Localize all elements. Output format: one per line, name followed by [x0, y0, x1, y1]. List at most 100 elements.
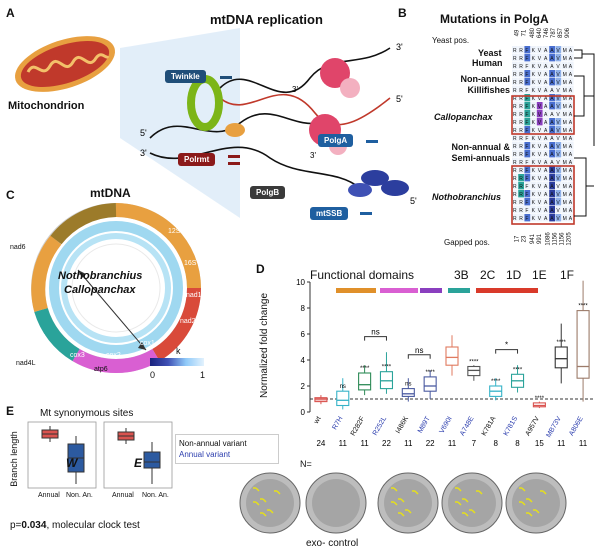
twinkle-minus — [220, 76, 232, 79]
align-residue: M — [563, 48, 567, 54]
align-cell — [518, 54, 524, 62]
align-cell — [543, 158, 549, 166]
significance-label: ns — [371, 328, 379, 337]
polga-minus — [366, 140, 378, 143]
k-scale-max: 1 — [200, 370, 206, 380]
align-residue: F — [525, 128, 528, 134]
align-residue: K — [532, 128, 536, 134]
align-cell — [518, 190, 524, 198]
align-cell — [524, 118, 531, 126]
align-cell — [524, 166, 531, 174]
align-residue: F — [525, 208, 528, 214]
align-cell — [530, 182, 537, 190]
align-cell — [536, 54, 543, 62]
align-residue: A — [569, 80, 573, 86]
n-value: 11 — [579, 439, 588, 448]
align-residue: K — [532, 176, 536, 182]
align-cell — [567, 110, 574, 118]
align-residue: A — [544, 176, 548, 182]
align-cell — [530, 158, 537, 166]
align-residue: A — [550, 112, 554, 118]
align-residue: R — [519, 208, 523, 214]
align-residue: F — [525, 168, 528, 174]
align-cell — [524, 198, 531, 206]
align-cell — [518, 86, 524, 94]
align-cell — [555, 78, 562, 86]
align-residue: V — [556, 112, 560, 118]
align-cell — [549, 110, 555, 118]
align-residue: R — [519, 152, 523, 158]
box-R252L — [379, 371, 394, 390]
align-cell — [567, 70, 574, 78]
align-residue: A — [569, 112, 573, 118]
align-residue: R — [513, 48, 517, 54]
align-residue: R — [519, 64, 523, 70]
align-residue: M — [563, 104, 567, 110]
align-cell — [549, 78, 555, 86]
k-scale-bar — [150, 358, 204, 366]
align-residue: A — [550, 56, 554, 62]
align-residue: R — [513, 120, 517, 126]
align-cell — [555, 94, 562, 102]
align-residue: A — [550, 200, 554, 206]
align-cell — [543, 134, 549, 142]
align-residue: K — [532, 216, 536, 222]
mitochondrion-illustration — [14, 36, 116, 92]
align-residue: V — [538, 104, 542, 110]
align-residue: K — [532, 144, 536, 150]
align-residue: M — [563, 64, 567, 70]
panel-a-title: mtDNA replication — [210, 12, 323, 27]
align-cell — [567, 94, 574, 102]
align-cell — [543, 86, 549, 94]
align-cell — [536, 86, 543, 94]
e-xtick-nonan-e: Non. An. — [142, 492, 169, 499]
align-residue: M — [563, 152, 567, 158]
align-cell — [567, 46, 574, 54]
colony-arrow — [253, 487, 260, 492]
colony-arrow — [526, 498, 533, 503]
align-residue: V — [556, 72, 560, 78]
align-cell — [549, 54, 555, 62]
align-residue: V — [538, 56, 542, 62]
align-residue: R — [513, 192, 517, 198]
align-residue: R — [513, 88, 517, 94]
align-cell — [549, 182, 555, 190]
align-cell — [555, 150, 562, 158]
align-residue: K — [532, 80, 536, 86]
branch-length-boxplots — [27, 421, 173, 489]
align-cell — [543, 102, 549, 110]
align-residue: A — [550, 192, 554, 198]
align-residue: V — [556, 200, 560, 206]
svg-text:3': 3' — [310, 151, 316, 160]
gene-cox2: cox2 — [106, 352, 121, 359]
colony-arrow — [519, 487, 526, 492]
align-cell — [524, 70, 531, 78]
align-residue: R — [513, 136, 517, 142]
align-residue: F — [525, 88, 528, 94]
align-residue: A — [544, 184, 548, 190]
align-residue: R — [513, 144, 517, 150]
align-cell — [543, 150, 549, 158]
stat-label: **** — [578, 304, 588, 310]
gapped-pos-5: 1156 — [552, 232, 559, 246]
n-value: 22 — [426, 439, 435, 448]
align-residue: R — [519, 96, 523, 102]
domain-3b: 3B — [454, 268, 469, 282]
align-cell — [555, 102, 562, 110]
align-cell — [543, 118, 549, 126]
mtssb-minus — [360, 212, 372, 215]
box-MB73V — [554, 346, 568, 369]
gene-nad2: nad2 — [180, 318, 196, 325]
align-residue: A — [544, 144, 548, 150]
align-cell — [524, 46, 531, 54]
align-residue: A — [544, 208, 548, 214]
align-cell — [524, 86, 531, 94]
align-residue: R — [513, 112, 517, 118]
gapped-pos-3: 991 — [537, 233, 544, 245]
align-cell — [567, 102, 574, 110]
align-residue: R — [513, 216, 517, 222]
e-xtick-annual-w: Annual — [38, 492, 60, 499]
domain-1e: 1E — [532, 268, 547, 282]
align-cell — [530, 198, 537, 206]
align-residue: F — [525, 192, 528, 198]
